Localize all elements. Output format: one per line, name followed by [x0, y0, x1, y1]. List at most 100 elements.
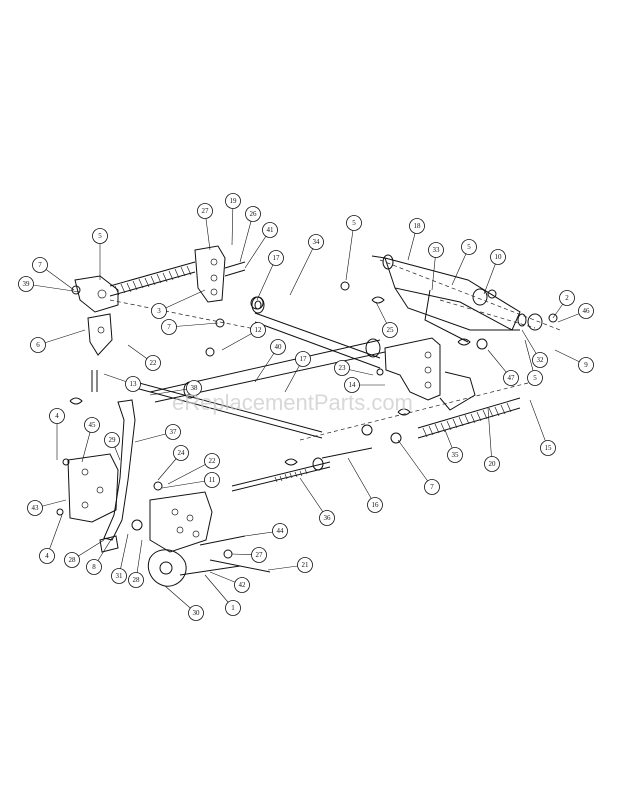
leader-line [347, 457, 376, 506]
leader-line [289, 241, 317, 296]
callout-bubble [128, 572, 144, 588]
callout-label: 26 [250, 210, 258, 218]
callout-1: 1 [225, 600, 241, 616]
callout-bubble [268, 250, 284, 266]
callout-bubble [39, 548, 55, 564]
leader-line [397, 439, 433, 488]
callout-32: 32 [532, 352, 548, 368]
callout-bubble [234, 577, 250, 593]
callout-bubble [382, 322, 398, 338]
callout-label: 19 [230, 197, 238, 205]
callout-5: 5 [346, 215, 362, 231]
callout-label: 28 [69, 556, 77, 564]
callout-bubble [540, 440, 556, 456]
callout-bubble [251, 547, 267, 563]
callout-label: 27 [202, 207, 210, 215]
callout-24: 24 [173, 445, 189, 461]
callout-label: 25 [387, 326, 395, 334]
callout-27: 27 [251, 547, 267, 563]
callout-20: 20 [484, 456, 500, 472]
callout-label: 20 [489, 460, 497, 468]
callout-12: 12 [250, 322, 266, 338]
callout-4: 4 [39, 548, 55, 564]
callout-bubble [250, 322, 266, 338]
callout-bubble [49, 408, 65, 424]
callout-label: 2 [565, 294, 569, 302]
detent-plate [149, 491, 213, 553]
callout-bubble [32, 257, 48, 273]
callout-43: 43 [27, 500, 43, 516]
callout-31: 31 [111, 568, 127, 584]
upper-pivot-bracket [194, 245, 246, 303]
callout-label: 1 [231, 604, 235, 612]
callout-39: 39 [18, 276, 34, 292]
callout-label: 27 [256, 551, 264, 559]
callout-label: 10 [495, 253, 503, 261]
callout-label: 33 [433, 246, 441, 254]
callout-label: 18 [414, 222, 422, 230]
callout-label: 42 [239, 581, 247, 589]
callout-bubble [503, 370, 519, 386]
callout-bubble [204, 453, 220, 469]
callout-bubble [346, 215, 362, 231]
callout-35: 35 [447, 447, 463, 463]
callout-21: 21 [297, 557, 313, 573]
callout-38: 38 [186, 380, 202, 396]
callout-bubble [334, 360, 350, 376]
callout-bubble [484, 456, 500, 472]
callout-label: 7 [38, 261, 42, 269]
callout-label: 34 [313, 238, 321, 246]
leader-line [158, 289, 206, 312]
callout-label: 17 [300, 355, 308, 363]
leader-line [168, 322, 219, 328]
callout-4: 4 [49, 408, 65, 424]
callout-bubble [92, 228, 108, 244]
callout-bubble [532, 352, 548, 368]
callout-bubble [297, 557, 313, 573]
callout-bubble [270, 339, 286, 355]
callout-bubble [461, 239, 477, 255]
callout-bubble [104, 432, 120, 448]
callout-41: 41 [262, 222, 278, 238]
callout-label: 32 [537, 356, 545, 364]
callout-label: 5 [352, 219, 356, 227]
callout-47: 47 [503, 370, 519, 386]
callout-bubble [161, 319, 177, 335]
lower-pin-rod [179, 565, 241, 576]
callout-bubble [30, 337, 46, 353]
callout-label: 28 [133, 576, 141, 584]
callout-label: 43 [32, 504, 40, 512]
callout-bubble [245, 206, 261, 222]
leader-line [529, 399, 549, 449]
callout-bubble [447, 447, 463, 463]
callout-bubble [428, 242, 444, 258]
callout-28: 28 [64, 552, 80, 568]
callout-label: 8 [92, 563, 96, 571]
callout-bubble [145, 355, 161, 371]
callout-label: 22 [150, 359, 158, 367]
leader-line [37, 329, 86, 346]
rear-a-arm [371, 254, 543, 343]
callout-label: 4 [55, 412, 59, 420]
callout-bubble [186, 380, 202, 396]
lift-lever [99, 399, 136, 553]
watermark-text: eReplacementParts.com [172, 390, 413, 415]
callout-label: 24 [178, 449, 186, 457]
callout-label: 13 [130, 380, 138, 388]
rear-shaft [251, 296, 381, 369]
left-spring [109, 261, 196, 297]
callout-label: 17 [273, 254, 281, 262]
callout-bubble [84, 417, 100, 433]
callout-5: 5 [92, 228, 108, 244]
callout-label: 40 [275, 343, 283, 351]
callout-label: 30 [193, 609, 201, 617]
callout-46: 46 [578, 303, 594, 319]
callout-7: 7 [424, 479, 440, 495]
callout-7: 7 [161, 319, 177, 335]
callout-8: 8 [86, 559, 102, 575]
callout-bubble [424, 479, 440, 495]
callout-bubble [578, 303, 594, 319]
callout-bubble [272, 523, 288, 539]
